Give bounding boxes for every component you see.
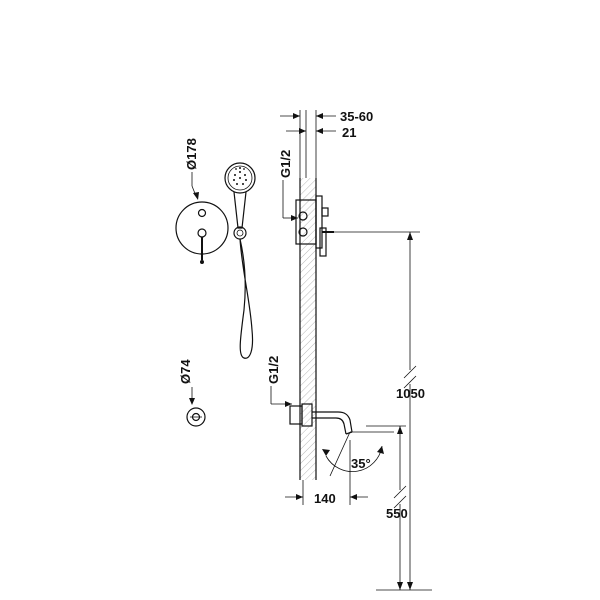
depth-dimensions (280, 110, 336, 178)
shower-nozzle-dots (233, 167, 247, 185)
spout-plate-front-view (186, 407, 206, 427)
spout-plate-diameter-label: Ø74 (178, 359, 193, 384)
thread-bottom-label: G1/2 (266, 356, 281, 384)
mixer-diameter-leader (191, 172, 199, 200)
spout-side-view (289, 403, 353, 435)
mixer-front-view (175, 201, 229, 264)
depth-range-label: 35-60 (340, 109, 373, 124)
mixer-side-view (295, 195, 334, 257)
spout-angle-label: 35° (351, 456, 371, 471)
thread-bottom-leader (270, 386, 292, 407)
spout-projection-label: 140 (314, 491, 336, 506)
height-total-label: 1050 (396, 386, 425, 401)
wall-section (299, 178, 317, 480)
height-spout-label: 550 (386, 506, 408, 521)
mixer-diameter-label: Ø178 (184, 138, 199, 170)
depth-fixed-label: 21 (342, 125, 356, 140)
height-total-dimension (330, 231, 420, 590)
spout-projection-dimension (285, 440, 368, 505)
spout-angle-dimension (322, 431, 394, 477)
thread-top-label: G1/2 (278, 150, 293, 178)
spout-plate-diameter-leader (189, 387, 195, 405)
hand-shower (224, 162, 256, 359)
height-spout-dimension (366, 425, 407, 590)
